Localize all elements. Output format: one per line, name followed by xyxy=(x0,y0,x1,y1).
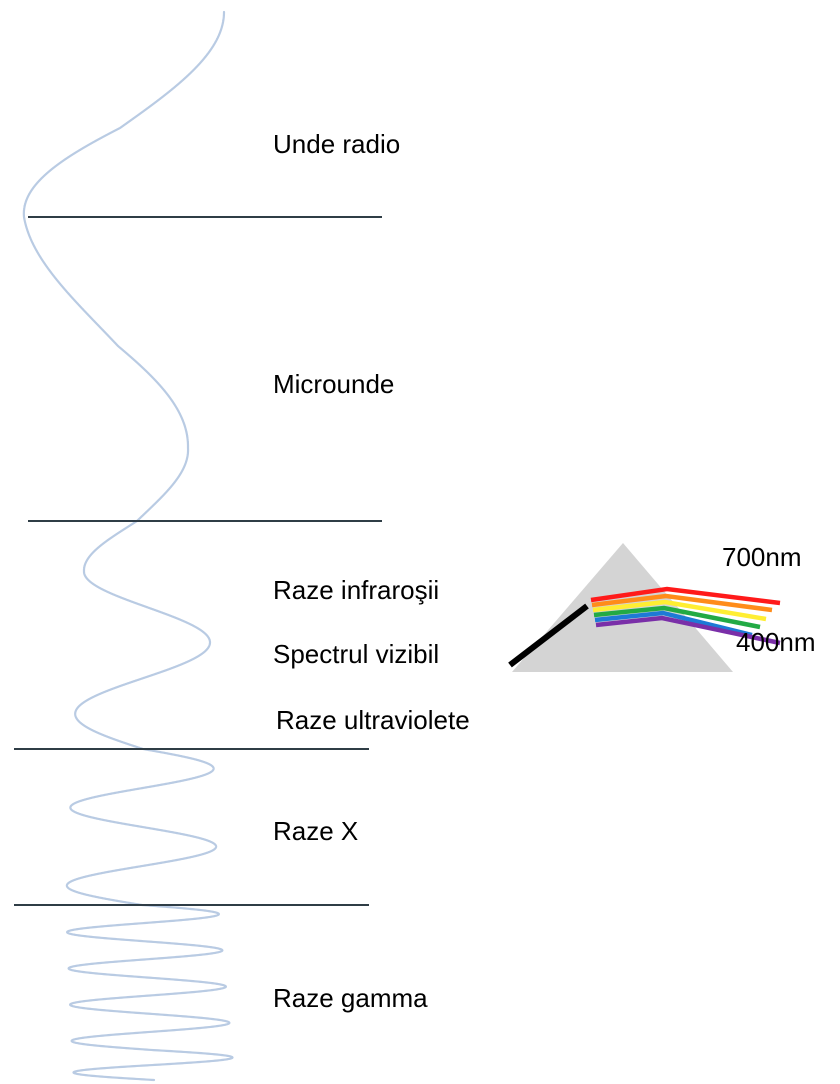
wave-line xyxy=(22,10,234,1082)
ray-violet xyxy=(595,615,781,646)
spectrum-rays xyxy=(590,586,781,646)
ray-blue xyxy=(594,610,753,638)
ray-red xyxy=(590,586,781,606)
ray-green xyxy=(593,605,761,630)
label-gamma-rays: Raze gamma xyxy=(273,983,428,1013)
label-visible-spectrum: Spectrul vizibil xyxy=(273,639,440,669)
ray-yellow xyxy=(592,599,767,622)
visible-spectrum-pointer xyxy=(508,603,589,668)
ray-orange xyxy=(591,593,773,613)
label-700nm: 700nm xyxy=(722,542,802,572)
label-microwaves: Microunde xyxy=(273,369,395,399)
label-400nm: 400nm xyxy=(736,627,816,657)
label-x-rays: Raze X xyxy=(273,816,359,846)
label-infrared: Raze infraroşii xyxy=(273,575,440,605)
label-ultraviolet: Raze ultraviolete xyxy=(276,705,470,735)
label-radio-waves: Unde radio xyxy=(273,129,401,159)
